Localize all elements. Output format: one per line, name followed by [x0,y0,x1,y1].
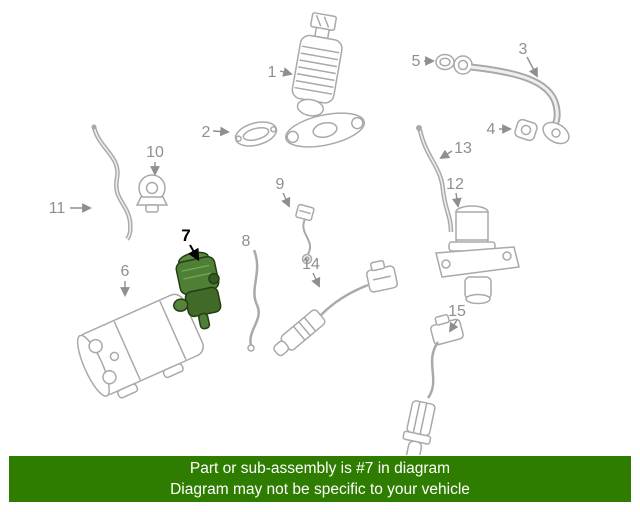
callout-9-arrow [281,192,291,208]
callout-15-arrow [448,319,459,333]
callout-12-arrow [451,192,462,208]
part-4-gasket [514,118,538,142]
callout-13: 13 [454,140,472,157]
callouts: 1 2 3 4 5 6 7 8 9 10 11 12 13 14 [49,41,538,333]
callout-3-arrow [526,56,538,78]
part-9-sensor [295,203,315,265]
banner-line-2: Diagram may not be specific to your vehi… [170,481,470,498]
note-banner: Part or sub-assembly is #7 in diagram Di… [9,456,631,502]
callout-6: 6 [121,263,130,280]
part-14-oxygen-sensor [273,259,398,357]
part-8-harness [247,249,260,352]
part-11-hose [91,124,133,241]
part-13-hose [416,125,454,233]
part-12-bracket-assembly [435,205,520,305]
callout-14-arrow [311,272,321,288]
callout-4: 4 [487,121,496,138]
callout-5: 5 [412,53,421,70]
callout-2: 2 [202,124,211,141]
part-5-o-ring [435,53,455,71]
part-10-sensor [135,174,169,213]
part-15-oxygen-sensor [402,313,464,455]
part-6-canister [76,293,204,399]
banner-line-1: Part or sub-assembly is #7 in diagram [189,460,451,477]
callout-7: 7 [181,226,190,245]
callout-1: 1 [268,64,277,81]
callout-7-arrow [188,244,200,262]
callout-8: 8 [242,233,251,250]
callout-14: 14 [302,256,320,273]
callout-9: 9 [276,176,285,193]
callout-2-arrow [212,126,230,137]
exploded-parts-diagram: 1 2 3 4 5 6 7 8 9 10 11 12 13 14 [49,12,570,455]
callout-3: 3 [519,41,528,58]
callout-15: 15 [448,303,466,320]
part-2-gasket [234,121,278,147]
callout-10: 10 [146,144,164,161]
part-1-egr-valve [284,12,366,148]
callout-13-arrow [439,149,453,160]
callout-1-arrow [279,67,293,77]
callout-12: 12 [446,176,464,193]
part-3-tube [453,55,570,145]
callout-11: 11 [49,200,66,217]
